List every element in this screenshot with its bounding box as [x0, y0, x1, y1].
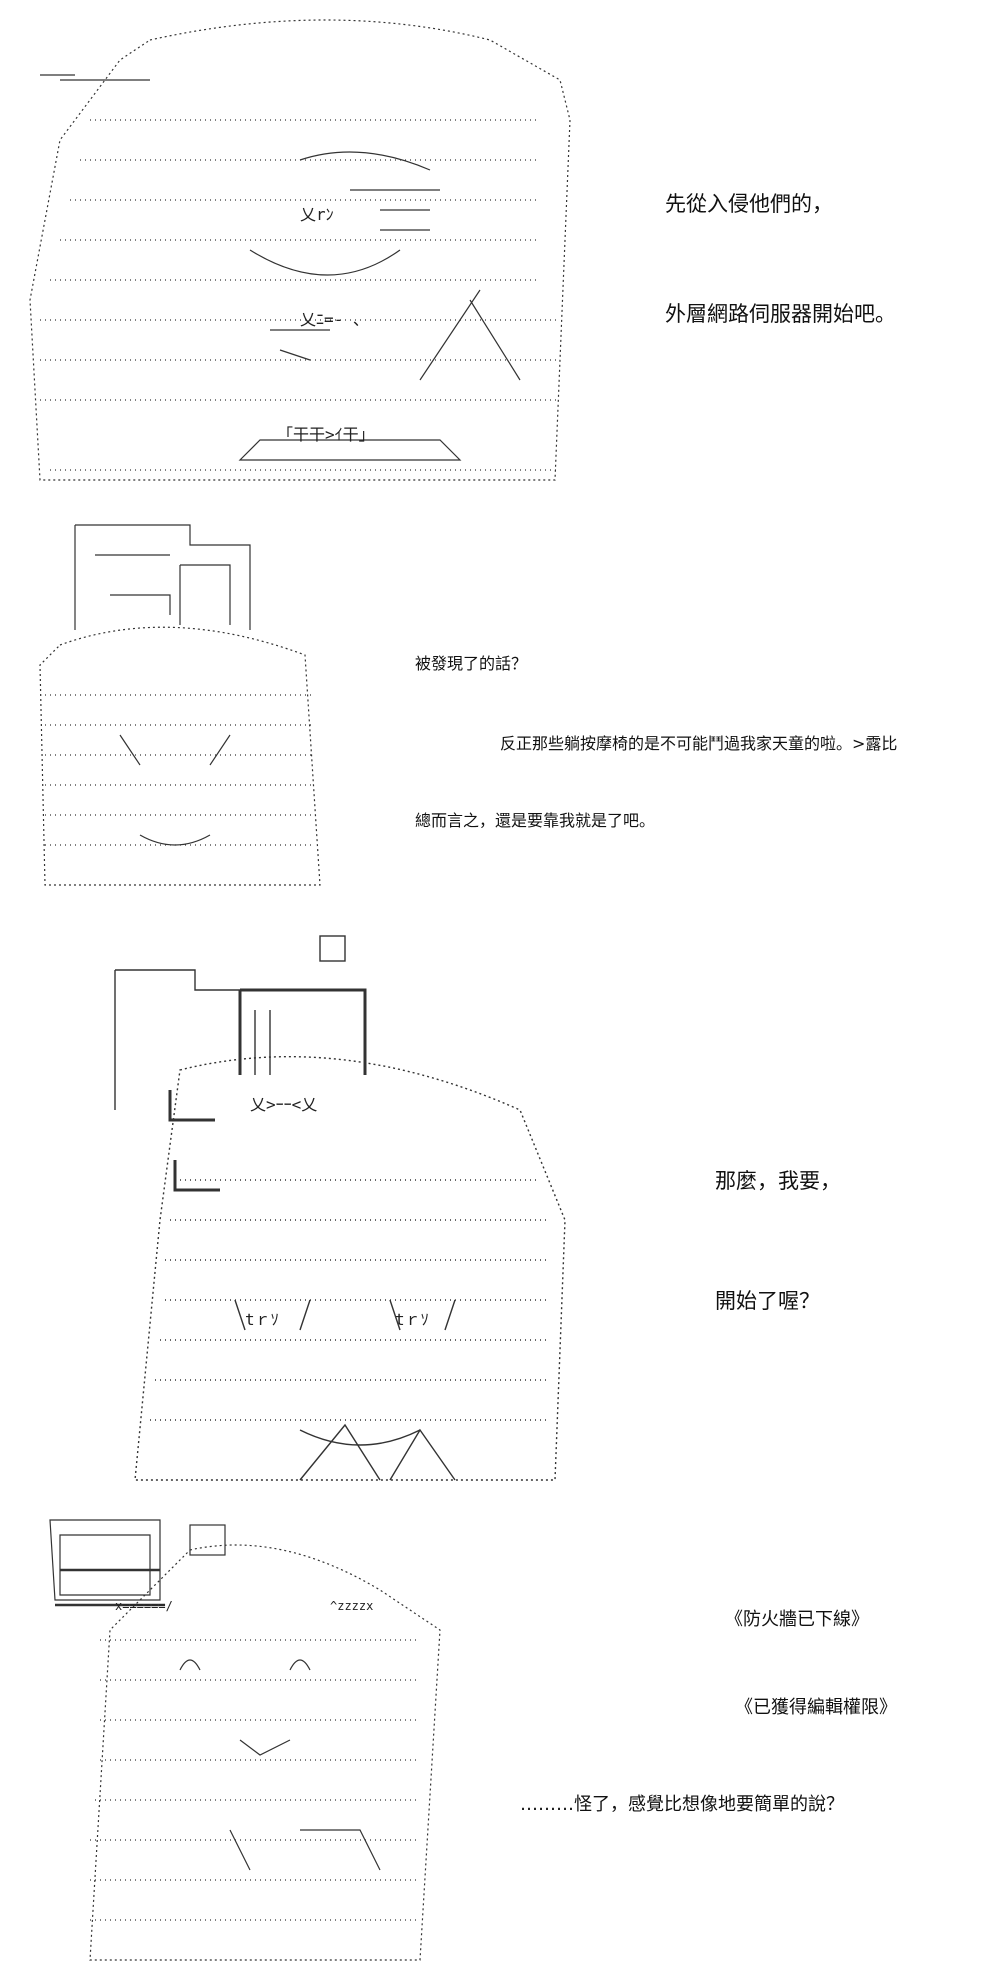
caption: 外層網路伺服器開始吧。 [665, 302, 896, 326]
caption: 《已獲得編輯權限》 [735, 1697, 897, 1718]
ascii-art-girl-at-monitor: x======/ ^zzzzx [49, 1519, 441, 1961]
ascii-art-girl-in-chair [39, 524, 321, 886]
ascii-art-girl-with-hat: 乂ﾆ=- 、 ｢干干>ｲ干｣ 乂rﾝ [29, 19, 571, 481]
svg-text:乂>ｰｰ<乂: 乂>ｰｰ<乂 [250, 1095, 317, 1114]
svg-text:tｒｿ: tｒｿ [395, 1310, 429, 1329]
caption: 先從入侵他們的， [665, 192, 833, 216]
caption: 《防火牆已下線》 [725, 1609, 869, 1630]
svg-text:乂ﾆ=- 、: 乂ﾆ=- 、 [300, 310, 369, 329]
svg-text:｢干干>ｲ干｣: ｢干干>ｲ干｣ [285, 425, 367, 444]
panel-4: x======/ ^zzzzx 《防火牆已下線》 《已獲得編輯權限》 ………怪了… [0, 1510, 1000, 1970]
svg-text:乂rﾝ: 乂rﾝ [300, 205, 334, 224]
svg-text:^zzzzx: ^zzzzx [330, 1599, 373, 1613]
caption: 那麼，我要， [715, 1169, 841, 1193]
panel-1: 乂ﾆ=- 、 ｢干干>ｲ干｣ 乂rﾝ 先從入侵他們的， 外層網路伺服器開始吧。 [0, 0, 1000, 500]
svg-text:x======/: x======/ [115, 1599, 173, 1613]
ascii-art-girl-with-hat-smiling: tｒｿ tｒｿ 乂>ｰｰ<乂 [114, 935, 566, 1481]
caption: 開始了喔？ [715, 1289, 820, 1313]
caption: 被發現了的話？ [415, 654, 528, 673]
panel-2: 被發現了的話？ 反正那些躺按摩椅的是不可能鬥過我家天童的啦。>露比 總而言之，還… [0, 505, 1000, 890]
caption: 反正那些躺按摩椅的是不可能鬥過我家天童的啦。>露比 [500, 734, 898, 753]
caption: ………怪了，感覺比想像地要簡單的說？ [520, 1794, 844, 1815]
panel-3: tｒｿ tｒｿ 乂>ｰｰ<乂 那麼，我要， 開始了喔？ [0, 920, 1000, 1510]
caption: 總而言之，還是要靠我就是了吧。 [415, 811, 656, 830]
svg-text:tｒｿ: tｒｿ [245, 1310, 279, 1329]
